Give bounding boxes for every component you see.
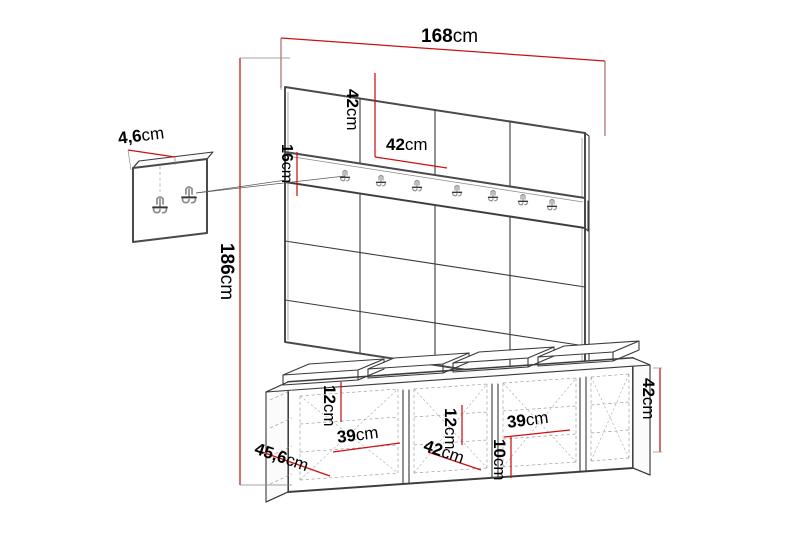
dim-unit: cm (452, 26, 479, 47)
dim-number: 42 (343, 89, 362, 108)
dimension-label-overall-width: 168cm (421, 27, 478, 46)
dim-number: 39 (335, 425, 357, 447)
dim-unit: cm (140, 123, 166, 145)
dim-number: 39 (505, 410, 527, 432)
dim-number: 186 (216, 243, 237, 275)
dim-unit: cm (343, 107, 362, 131)
dimension-label-compartment-height-right: 10cm (490, 439, 509, 481)
dimension-label-panel-width: 42cm (386, 136, 428, 153)
dim-unit: cm (216, 274, 237, 301)
dimension-label-compartment-height-mid: 12cm (441, 408, 460, 450)
dim-unit: cm (639, 396, 658, 420)
dim-number: 10 (490, 439, 509, 458)
dim-number: 168 (421, 26, 453, 47)
dimension-label-compartment-width-right: 39cm (505, 407, 550, 432)
dimension-label-overall-height: 186cm (216, 243, 237, 301)
dim-unit: cm (320, 403, 339, 427)
dim-unit: cm (441, 426, 460, 450)
dim-unit: cm (490, 457, 509, 481)
dimension-label-bench-height: 42cm (639, 378, 658, 420)
bench-assembly (265, 340, 651, 503)
dimension-label-compartment-height-left: 12cm (320, 385, 339, 427)
dim-unit: cm (354, 422, 380, 445)
dim-number: 12 (320, 385, 339, 404)
dimension-label-compartment-width-left: 39cm (335, 422, 380, 447)
dim-unit: cm (524, 407, 550, 430)
dim-number: 4,6 (116, 126, 143, 148)
dim-number: 16 (278, 144, 295, 162)
detail-callout-panel (132, 151, 214, 243)
dimension-label-rail-height: 16cm (278, 144, 295, 184)
dim-number: 42 (639, 378, 658, 397)
dim-unit: cm (404, 135, 428, 154)
dimension-label-panel-height: 42cm (343, 89, 362, 131)
dim-number: 42 (386, 135, 405, 154)
dim-unit: cm (278, 161, 295, 184)
dim-number: 12 (441, 408, 460, 427)
